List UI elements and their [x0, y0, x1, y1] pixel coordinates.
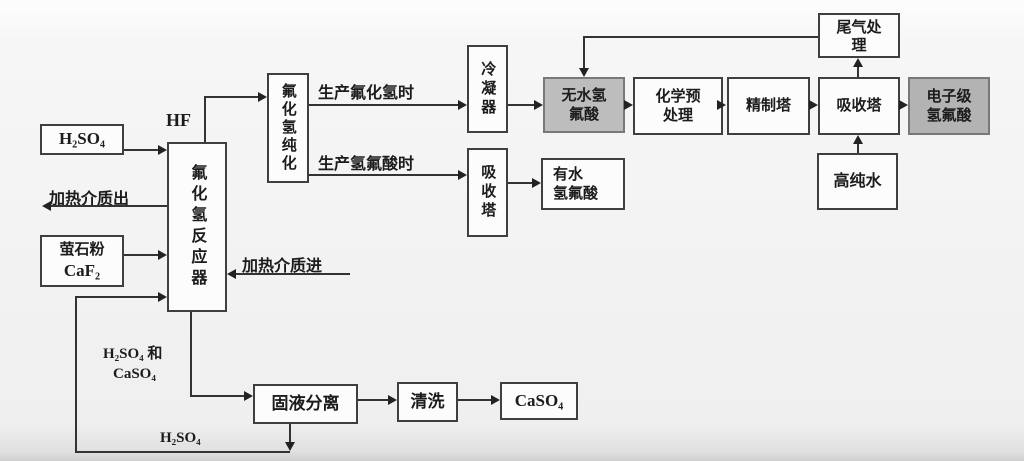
box-caso4-product: CaSO₄ [500, 382, 578, 420]
tail-gas-line2: 理 [851, 35, 867, 54]
flow-line [204, 96, 259, 98]
arrowhead-right [624, 100, 633, 110]
fluorite-line1: 萤石粉 [59, 240, 105, 259]
box-electronic-grade-hf-acid: 电子级 氢氟酸 [908, 77, 990, 135]
flow-line [50, 205, 167, 207]
box-solid-liquid-separation: 固液分离 [253, 384, 358, 424]
aqueous-hf-line1: 有水 [553, 164, 584, 183]
arrowhead-right [899, 100, 908, 110]
flow-line [75, 296, 160, 298]
flow-line [458, 399, 493, 401]
arrowhead-up [853, 135, 863, 144]
anhydrous-hf-line1: 无水氢 [561, 85, 607, 104]
arrowhead-right [458, 170, 467, 180]
flow-line [124, 254, 160, 256]
arrowhead-right [717, 100, 726, 110]
flow-line [190, 395, 245, 397]
arrowhead-right [158, 292, 167, 302]
fluorite-line2: CaF₂ [63, 260, 101, 280]
box-aqueous-hf-acid: 有水 氢氟酸 [541, 158, 625, 210]
box-condenser: 冷凝器 [467, 45, 508, 133]
label-h2so4-recycle: H₂SO₄ [160, 430, 201, 446]
arrowhead-down [285, 442, 295, 451]
electronic-hf-line1: 电子级 [926, 86, 972, 105]
arrowhead-right [388, 395, 397, 405]
label-caso4-stream: CaSO₄ [113, 366, 156, 382]
box-fluorite-powder: 萤石粉 CaF₂ [40, 235, 124, 287]
box-chemical-pretreatment: 化学预 处理 [633, 77, 723, 135]
label-heating-medium-out: 加热介质出 [49, 189, 130, 208]
tail-gas-line1: 尾气处 [836, 17, 882, 36]
box-h2so4-feed: H₂SO₄ [40, 124, 124, 155]
arrowhead-right [158, 145, 167, 155]
arrowhead-right [158, 250, 167, 260]
flow-line [235, 273, 350, 275]
flow-line [204, 96, 206, 142]
chem-pretreat-line1: 化学预 [655, 86, 701, 105]
label-hf: HF [166, 110, 191, 130]
flow-line [508, 104, 535, 106]
aqueous-hf-line2: 氢氟酸 [553, 184, 599, 202]
flow-line [309, 104, 459, 106]
flow-line [75, 296, 77, 453]
box-absorber-tower-1: 吸收塔 [467, 148, 508, 237]
label-heating-medium-in: 加热介质进 [242, 256, 323, 275]
box-hf-reactor: 氟化氢反应器 [167, 142, 227, 312]
flow-line [583, 36, 818, 38]
flow-line [358, 399, 390, 401]
flow-line [124, 149, 160, 151]
box-washing: 清洗 [397, 382, 458, 422]
flow-line [289, 424, 291, 443]
flow-line [857, 140, 859, 153]
flow-line [190, 312, 192, 397]
box-hf-purifier: 氟化氢纯化 [267, 73, 309, 183]
arrowhead-right [258, 92, 267, 102]
label-producing-hf-acid: 生产氢氟酸时 [318, 154, 415, 173]
label-h2so4-and: H₂SO₄ 和 [103, 346, 163, 362]
flow-line [309, 174, 459, 176]
arrowhead-down [579, 68, 589, 77]
box-refining-tower: 精制塔 [727, 77, 810, 135]
arrowhead-right [244, 391, 253, 401]
arrowhead-left [42, 201, 51, 211]
arrowhead-up [853, 58, 863, 67]
arrowhead-right [809, 100, 818, 110]
box-high-purity-water: 高纯水 [817, 153, 898, 210]
flow-line [508, 182, 533, 184]
anhydrous-hf-line2: 氟酸 [568, 105, 599, 123]
chem-pretreat-line2: 处理 [662, 106, 693, 124]
flow-line [583, 36, 585, 69]
arrowhead-right [458, 100, 467, 110]
flow-line [857, 63, 859, 77]
flow-line [75, 451, 290, 453]
arrowhead-right [491, 395, 500, 405]
box-absorber-tower-2: 吸收塔 [818, 77, 900, 135]
arrowhead-right [534, 100, 543, 110]
box-anhydrous-hf-acid: 无水氢 氟酸 [543, 77, 625, 133]
arrowhead-right [532, 178, 541, 188]
arrowhead-left [227, 269, 236, 279]
electronic-hf-line2: 氢氟酸 [926, 106, 972, 124]
box-tail-gas-treatment: 尾气处 理 [818, 13, 900, 58]
label-producing-hf-gas: 生产氟化氢时 [318, 83, 415, 102]
